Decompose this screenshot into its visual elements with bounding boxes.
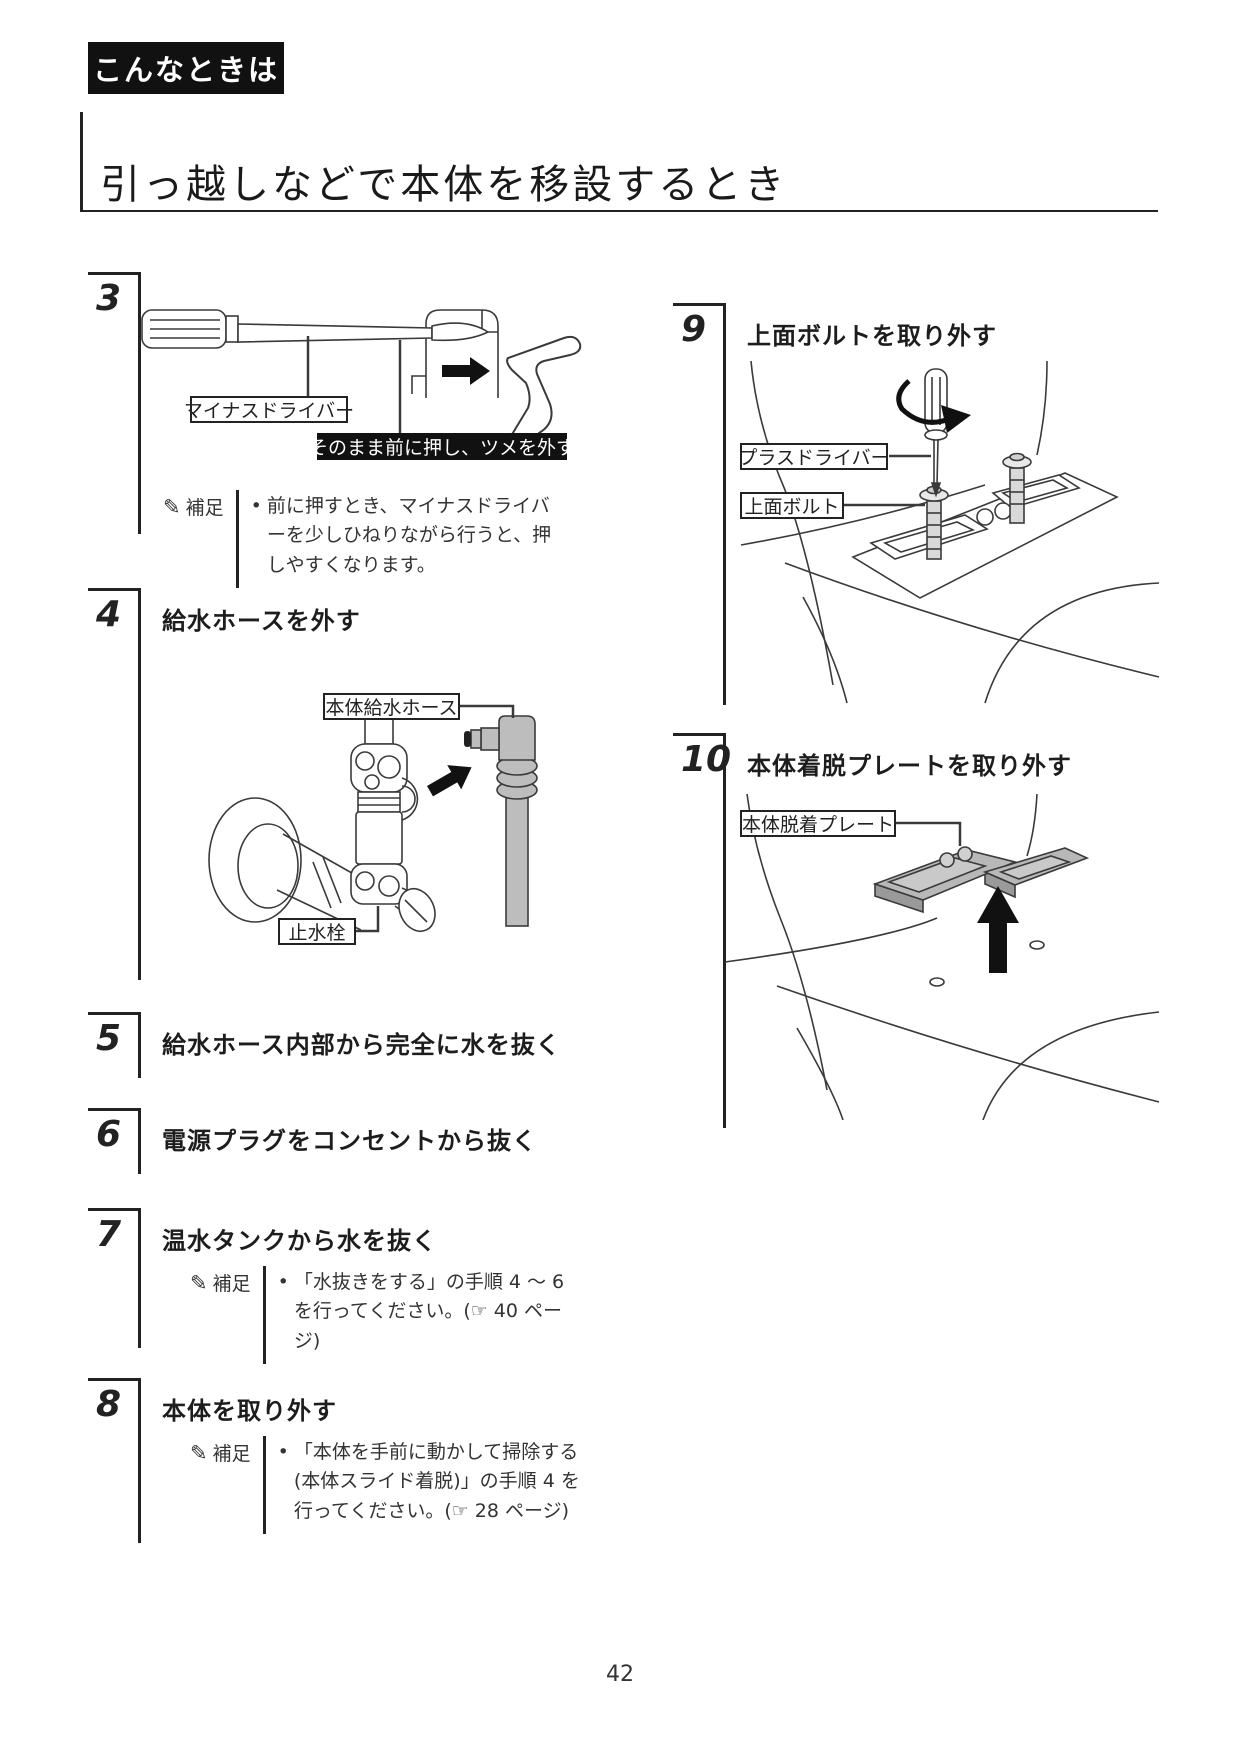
step-10-illustration-detach-plate — [724, 793, 1160, 1120]
step-3-illustration-screwdriver-tab — [141, 309, 582, 454]
step-3-rail — [138, 272, 141, 534]
bullet: • — [277, 1271, 289, 1293]
step-7-rail — [138, 1208, 141, 1348]
step-8-note: ✎ 補足 • 「本体を手前に動かして掃除する (本体スライド着脱)」の手順 4 … — [190, 1436, 600, 1535]
note-label: 補足 — [185, 497, 224, 519]
pencil-icon: ✎ — [163, 494, 181, 519]
step-5-rail — [138, 1012, 141, 1078]
callout-push-forward-release-tab: そのまま前に押し、ツメを外す — [309, 433, 575, 460]
callout-unit-water-supply-hose: 本体給水ホース — [323, 693, 460, 720]
step-8-rail — [138, 1378, 141, 1543]
step-6-number: 6 — [88, 1108, 138, 1155]
pull-direction-arrow-icon — [427, 765, 472, 797]
note-text: 「水抜きをする」の手順 4 ～ 6 を行ってください。(☞ 40 ページ) — [293, 1271, 565, 1352]
step-9-number: 9 — [673, 303, 723, 350]
step-3-number: 3 — [88, 272, 138, 319]
step-10: 10 本体着脱プレートを取り外す — [673, 733, 1183, 1133]
title-rule — [80, 210, 1158, 212]
step-10-rail — [723, 733, 726, 1128]
step-5-number: 5 — [88, 1012, 138, 1059]
step-4-number: 4 — [88, 588, 138, 635]
callout-top-bolt: 上面ボルト — [740, 492, 844, 519]
step-10-number: 10 — [673, 733, 731, 780]
step-5-title: 給水ホース内部から完全に水を抜く — [162, 1031, 561, 1059]
step-9-illustration-top-bolts — [740, 360, 1160, 704]
note-text: 前に押すとき、マイナスドライバーを少しひねりながら行うと、押しやすくなります。 — [266, 495, 552, 576]
step-7-title: 温水タンクから水を抜く — [162, 1227, 437, 1255]
pencil-icon: ✎ — [190, 1440, 208, 1465]
step-7-number: 7 — [88, 1208, 138, 1255]
step-6: 6 電源プラグをコンセントから抜く — [88, 1108, 588, 1178]
pencil-icon: ✎ — [190, 1270, 208, 1295]
callout-shutoff-valve: 止水栓 — [278, 918, 356, 945]
step-7: 7 温水タンクから水を抜く ✎ 補足 • 「水抜きをする」の手順 4 ～ 6 を… — [88, 1208, 588, 1365]
step-8-title: 本体を取り外す — [162, 1397, 337, 1425]
step-10-title: 本体着脱プレートを取り外す — [747, 752, 1072, 780]
page-title: 引っ越しなどで本体を移設するとき — [100, 162, 788, 208]
page-number: 42 — [606, 1662, 634, 1687]
step-5: 5 給水ホース内部から完全に水を抜く — [88, 1012, 588, 1082]
step-9-rail — [723, 303, 726, 705]
step-4: 4 給水ホースを外す — [88, 588, 588, 988]
step-9: 9 上面ボルトを取り外す — [673, 303, 1183, 713]
note-label: 補足 — [212, 1443, 251, 1465]
note-label: 補足 — [212, 1273, 251, 1295]
step-3: 3 マイナスドライバー そのまま前に押し、 — [88, 272, 588, 589]
callout-phillips-screwdriver: プラスドライバー — [738, 443, 890, 470]
step-6-title: 電源プラグをコンセントから抜く — [162, 1127, 537, 1155]
step-4-title: 給水ホースを外す — [162, 607, 361, 635]
note-text: 「本体を手前に動かして掃除する (本体スライド着脱)」の手順 4 を行ってくださ… — [293, 1441, 580, 1522]
step-8-number: 8 — [88, 1378, 138, 1425]
step-9-title: 上面ボルトを取り外す — [747, 322, 997, 350]
step-8: 8 本体を取り外す ✎ 補足 • 「本体を手前に動かして掃除する (本体スライド… — [88, 1378, 588, 1548]
step-7-note: ✎ 補足 • 「水抜きをする」の手順 4 ～ 6 を行ってください。(☞ 40 … — [190, 1266, 590, 1365]
rotate-arrow-icon — [896, 379, 971, 433]
step-4-illustration-shutoff-valve-hose — [208, 704, 538, 933]
title-vertical-bar — [80, 112, 83, 212]
step-6-rail — [138, 1108, 141, 1174]
push-direction-arrow-icon — [442, 357, 490, 385]
step-3-note: ✎ 補足 • 前に押すとき、マイナスドライバーを少しひねりながら行うと、押しやす… — [163, 490, 583, 589]
step-4-rail — [138, 588, 141, 980]
lift-up-arrow-icon — [977, 886, 1019, 973]
section-badge: こんなときは — [88, 42, 284, 94]
callout-detachable-plate: 本体脱着プレート — [740, 810, 896, 837]
bullet: • — [250, 495, 262, 517]
bullet: • — [277, 1441, 289, 1463]
callout-flathead-screwdriver: マイナスドライバー — [184, 396, 354, 423]
